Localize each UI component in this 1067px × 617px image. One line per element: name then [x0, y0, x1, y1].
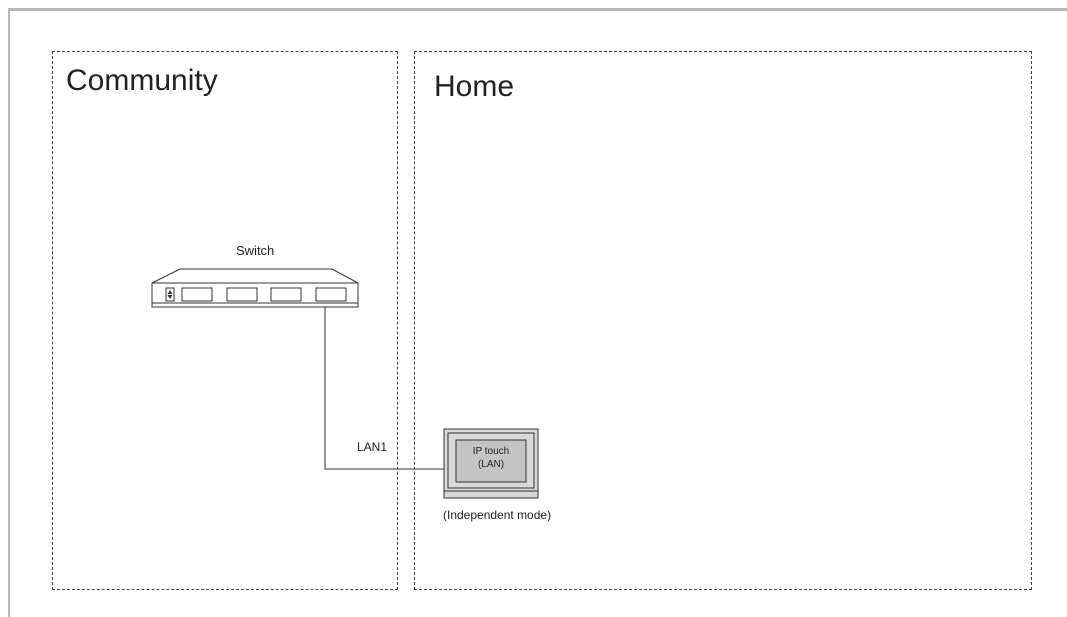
home-zone-title: Home — [434, 70, 515, 103]
switch-icon — [151, 268, 359, 308]
ip-touch-icon — [443, 428, 539, 499]
frame-top-border — [8, 8, 1067, 11]
community-zone — [52, 51, 398, 590]
home-zone — [414, 51, 1032, 590]
switch-label: Switch — [236, 243, 275, 258]
ip-touch-caption: (Independent mode) — [443, 508, 552, 522]
lan1-connection-line — [324, 307, 444, 470]
ip-touch-screen-line1: IP touch — [472, 446, 510, 457]
frame-left-border — [8, 8, 10, 617]
community-zone-title: Community — [66, 64, 218, 97]
lan1-label: LAN1 — [357, 440, 388, 454]
ip-touch-screen-line2: (LAN) — [477, 459, 505, 470]
